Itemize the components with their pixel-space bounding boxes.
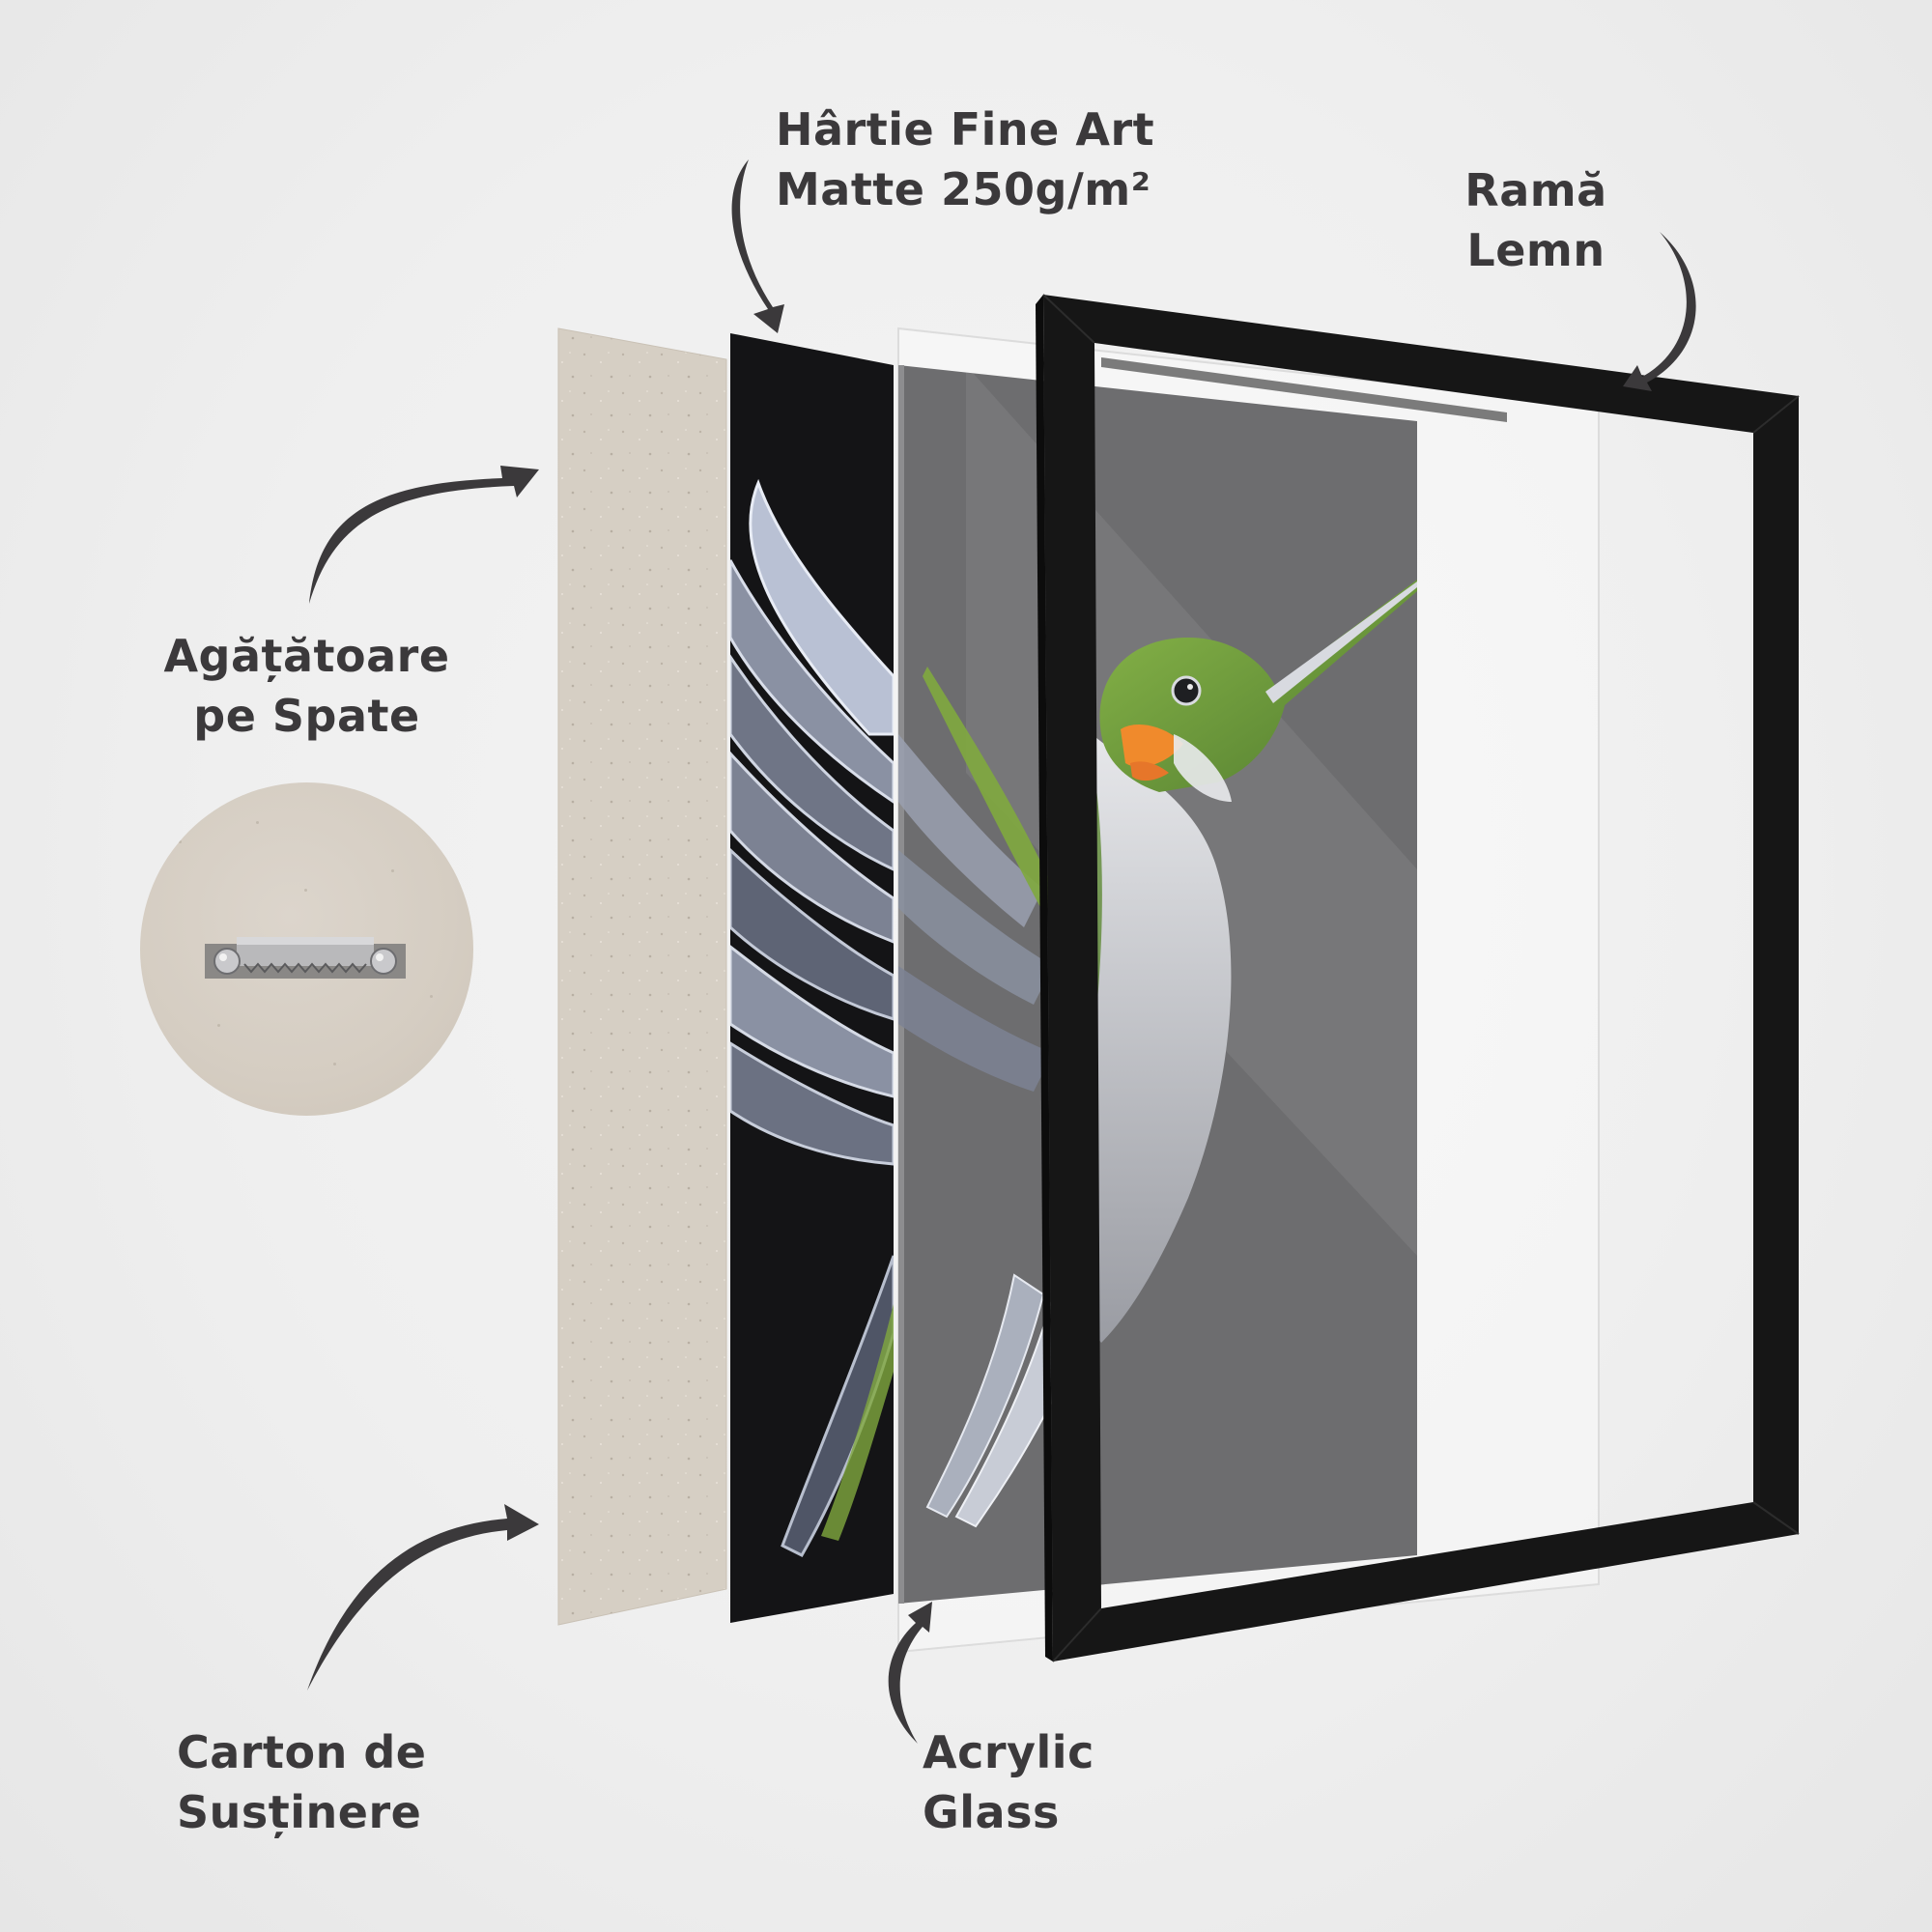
label-hanger-line1: Agățătoare: [163, 630, 450, 682]
label-paper-line1: Hârtie Fine Art: [776, 103, 1155, 156]
hummingbird-head-art: [1099, 580, 1417, 802]
label-backing-line2: Susținere: [177, 1786, 422, 1838]
hanger-detail-circle: [140, 782, 473, 1116]
arrow-hanger: [309, 466, 539, 604]
label-hanger-line2: pe Spate: [193, 690, 420, 742]
label-acrylic: Acrylic Glass: [923, 1722, 1094, 1842]
arrow-frame: [1623, 232, 1696, 391]
hummingbird-wing-art: [730, 478, 894, 1557]
sawtooth-hanger-icon: [205, 937, 406, 979]
label-frame-line1: Ramă: [1464, 164, 1607, 216]
label-acrylic-line2: Glass: [923, 1786, 1060, 1838]
label-backing-line1: Carton de: [177, 1726, 427, 1778]
arrow-paper: [731, 159, 784, 333]
label-paper: Hârtie Fine Art Matte 250g/m²: [776, 99, 1154, 219]
wood-frame: [1036, 294, 1800, 1662]
acrylic-glass: [897, 327, 1600, 1654]
label-acrylic-line1: Acrylic: [923, 1726, 1094, 1778]
arrows: [307, 159, 1696, 1744]
arrow-acrylic: [888, 1602, 932, 1744]
arrow-backing: [307, 1504, 539, 1690]
label-paper-line2: Matte 250g/m²: [776, 163, 1151, 215]
backing-board: [557, 327, 727, 1626]
fine-art-print: [730, 333, 894, 1623]
label-hanger: Agățătoare pe Spate: [145, 626, 469, 746]
label-frame-line2: Lemn: [1466, 224, 1605, 276]
label-backing: Carton de Susținere: [177, 1722, 426, 1842]
label-frame: Ramă Lemn: [1454, 160, 1618, 280]
